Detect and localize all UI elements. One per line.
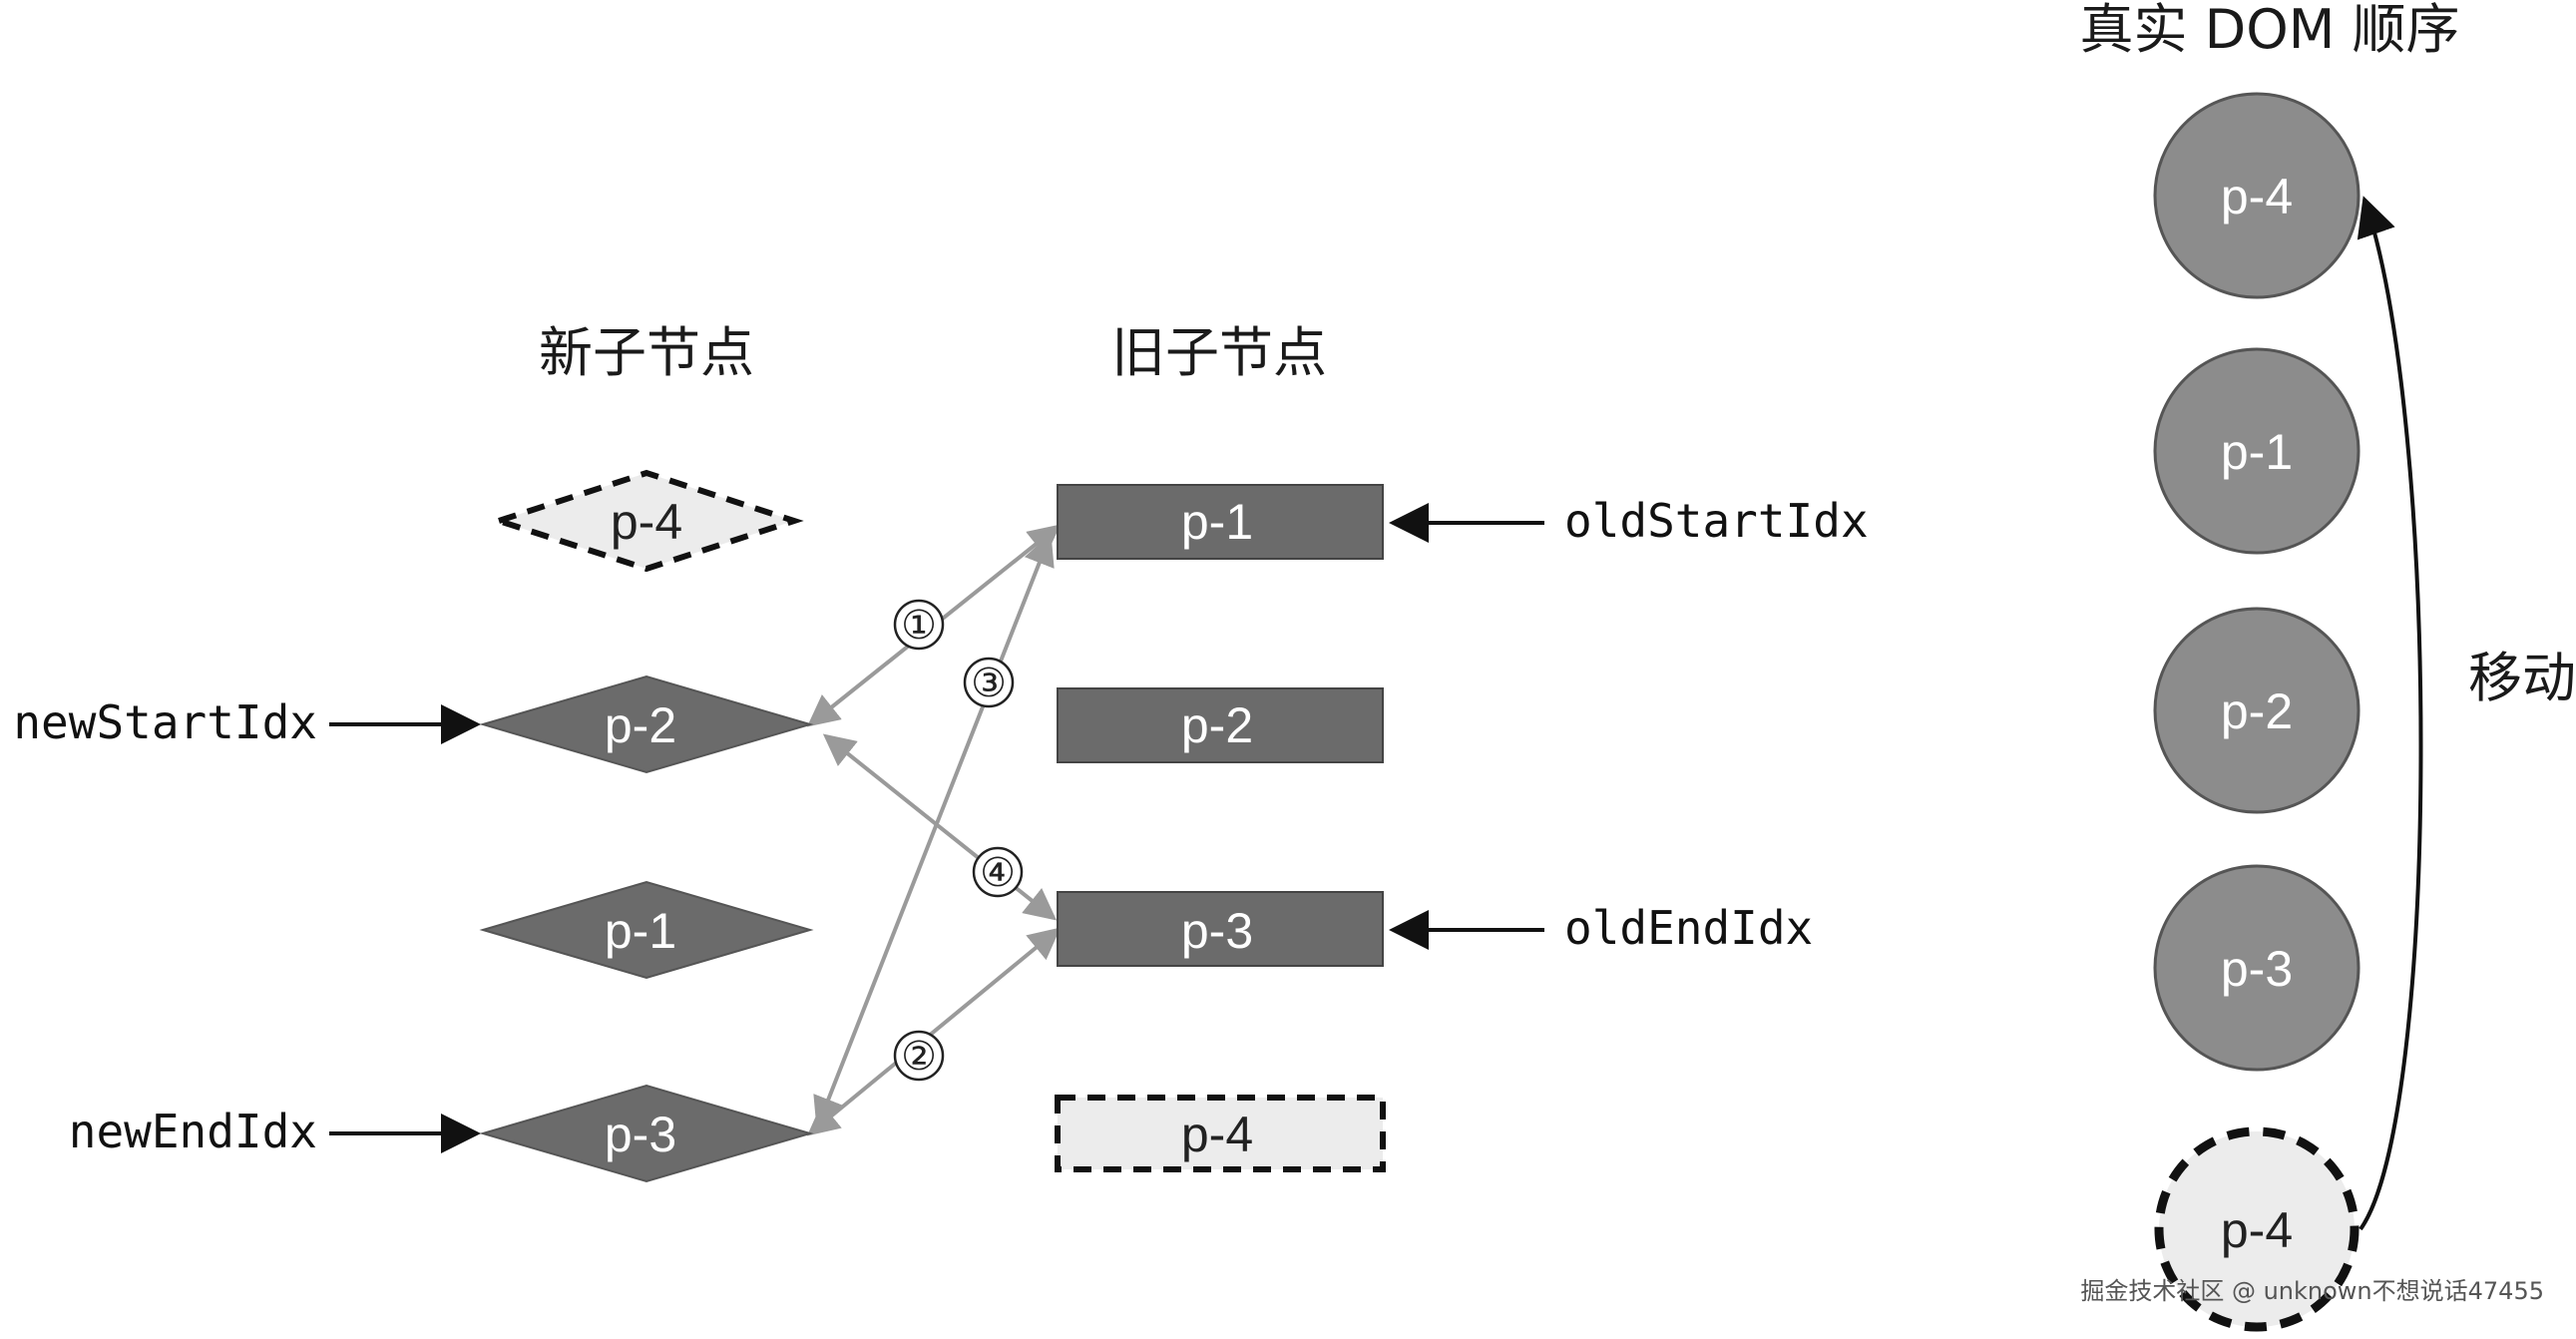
- old-node-p3: [1057, 891, 1384, 967]
- pointer-new-start: newStartIdx: [13, 695, 317, 749]
- dom-node-p3-label: p-3: [2221, 941, 2293, 997]
- real-dom-header: 真实 DOM 顺序: [2079, 0, 2459, 61]
- compare-number-4: ④: [980, 850, 1016, 896]
- new-node-p4-label: p-4: [611, 494, 682, 550]
- new-children-list: p-4 p-2 p-1 p-3: [479, 469, 814, 1183]
- new-node-p2-label: p-2: [605, 697, 676, 753]
- compare-number-3: ③: [971, 661, 1007, 706]
- old-node-p4: [1055, 1095, 1386, 1172]
- compare-number-2: ②: [901, 1034, 937, 1080]
- watermark: 掘金技术社区 @ unknown不想说话47455: [2080, 1277, 2544, 1305]
- dom-node-p4-label: p-4: [2221, 169, 2293, 224]
- dom-node-p4-moved-label: p-4: [2221, 1202, 2293, 1258]
- compare-number-1: ①: [901, 603, 937, 649]
- old-node-p2-label: p-2: [1181, 697, 1253, 753]
- old-node-p2: [1057, 687, 1384, 763]
- old-node-p1-label: p-1: [1181, 494, 1253, 550]
- pointer-old-end: oldEndIdx: [1564, 901, 1813, 955]
- dom-node-p1: [2153, 347, 2361, 555]
- old-children-list: p-1 p-2 p-3 p-4: [1055, 484, 1386, 1172]
- new-node-p3: [479, 1084, 814, 1183]
- dom-node-p2-label: p-2: [2221, 683, 2293, 739]
- pointers: newStartIdx newEndIdx oldStartIdx oldEnd…: [13, 494, 1868, 1158]
- pointer-new-end: newEndIdx: [69, 1105, 317, 1158]
- old-children-header: 旧子节点: [1111, 321, 1327, 384]
- dom-node-p4: [2153, 92, 2361, 299]
- compare-badge-2: [893, 1030, 945, 1082]
- dom-node-p2: [2153, 607, 2361, 814]
- dom-node-p4-moved: [2154, 1126, 2360, 1332]
- move-label: 移动: [2468, 647, 2576, 709]
- new-node-p1-label: p-1: [605, 903, 676, 959]
- new-node-p3-label: p-3: [605, 1107, 676, 1162]
- compare-line-4: [822, 733, 1058, 921]
- compare-badge-4: [972, 846, 1024, 898]
- new-node-p4: [489, 469, 804, 573]
- pointer-old-start: oldStartIdx: [1564, 494, 1869, 548]
- old-node-p3-label: p-3: [1181, 903, 1253, 959]
- compare-badge-1: [893, 599, 945, 651]
- old-node-p1: [1057, 484, 1384, 560]
- compare-badge-3: [963, 657, 1015, 708]
- new-node-p2: [479, 674, 814, 774]
- dom-node-p1-label: p-1: [2221, 424, 2293, 480]
- old-node-p4-label: p-4: [1181, 1107, 1253, 1162]
- real-dom-list: p-4 p-1 p-2 p-3 p-4: [2153, 92, 2361, 1332]
- new-children-header: 新子节点: [539, 321, 754, 384]
- dom-node-p3: [2153, 864, 2361, 1072]
- comparison-labels: ① ② ③ ④: [893, 599, 1024, 1082]
- new-node-p1: [479, 880, 814, 980]
- move-arrow: [2357, 196, 2423, 1231]
- compare-line-2: [806, 927, 1062, 1136]
